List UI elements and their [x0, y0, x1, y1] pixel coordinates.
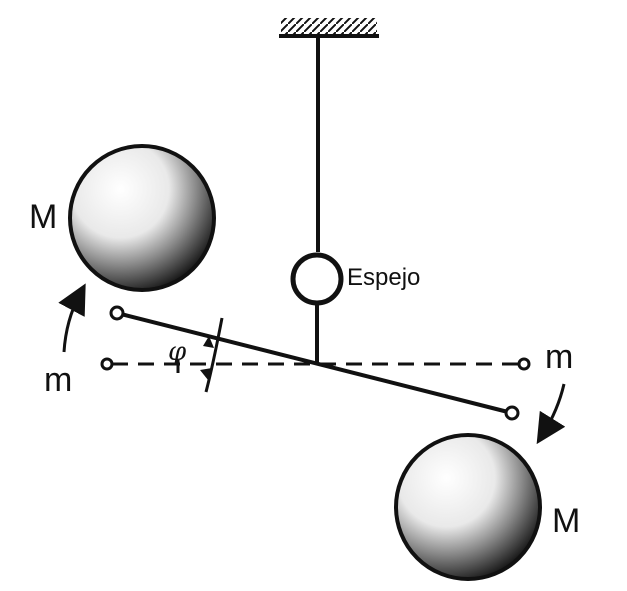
large-mass-right	[394, 433, 542, 581]
motion-arrow-left	[58, 283, 86, 353]
angle-marker	[200, 317, 224, 393]
equilibrium-end-right	[517, 357, 531, 371]
small-mass-right-label: m	[545, 338, 573, 376]
angle-label: φ	[168, 337, 187, 367]
motion-arrow-right	[536, 383, 566, 445]
mirror-label: Espejo	[347, 264, 420, 291]
ceiling-support	[279, 18, 379, 38]
large-mass-right-label: M	[552, 502, 580, 540]
large-mass-left	[68, 144, 216, 292]
torsion-rod	[120, 312, 509, 414]
small-mass-left-label: m	[44, 361, 72, 399]
small-mass-left	[109, 305, 125, 321]
small-mass-right	[504, 405, 520, 421]
equilibrium-end-left	[100, 357, 114, 371]
mirror	[290, 252, 344, 306]
large-mass-left-label: M	[29, 198, 57, 236]
